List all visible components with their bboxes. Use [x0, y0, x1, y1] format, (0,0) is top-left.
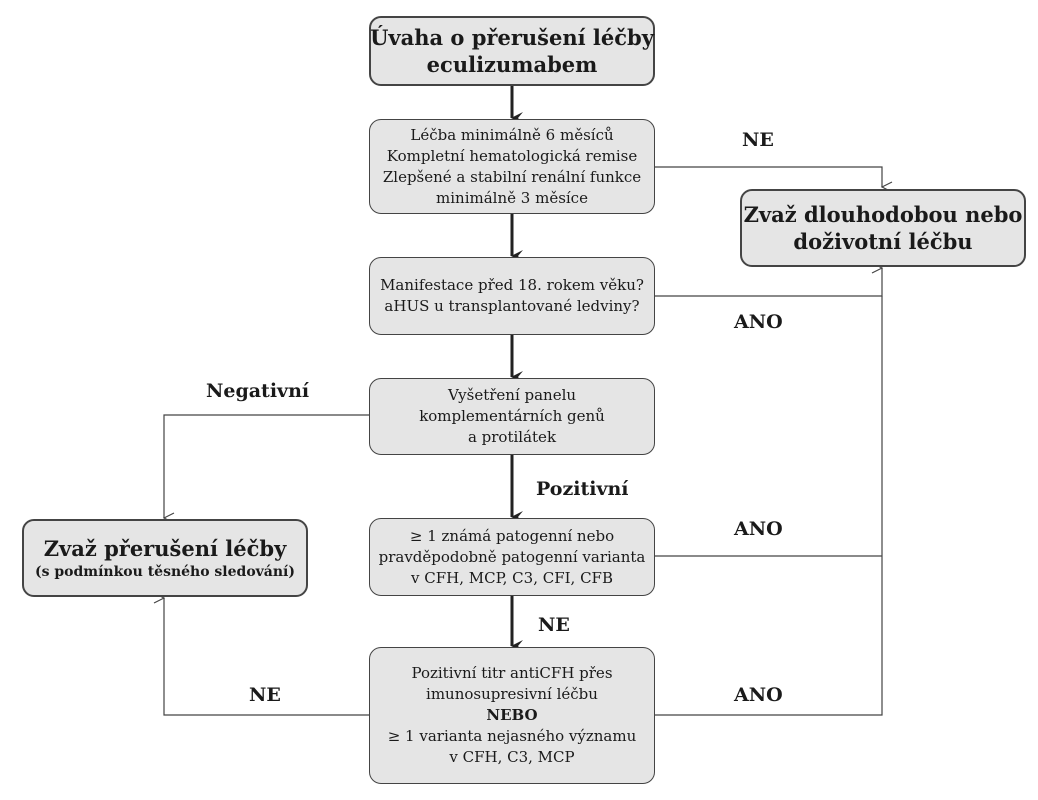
node-variant-line-3: v CFH, MCP, C3, CFI, CFB	[411, 568, 613, 587]
arrow-antibody-no-to-interrupt	[164, 598, 370, 716]
node-variant: ≥ 1 známá patogenní nebo pravděpodobně p…	[369, 518, 655, 596]
node-antibody-line-4: ≥ 1 varianta nejasného významu	[387, 727, 637, 745]
node-variant-line-2: pravděpodobně patogenní varianta	[378, 547, 646, 566]
node-variant-line-1: ≥ 1 známá patogenní nebo	[409, 526, 615, 545]
node-interrupt: Zvaž přerušení léčby (s podmínkou těsnéh…	[22, 519, 308, 597]
node-criteria-line-1: Léčba minimálně 6 měsíců	[410, 125, 614, 144]
node-panel-line-2: komplementárních genů	[419, 407, 605, 425]
node-antibody-line-3: NEBO	[486, 706, 538, 724]
node-panel: Vyšetření panelu komplementárních genů a…	[369, 378, 655, 455]
label-variant-yes: ANO	[734, 518, 783, 540]
node-criteria: Léčba minimálně 6 měsíců Kompletní hemat…	[369, 119, 655, 214]
arrow-panel-negative-to-interrupt	[164, 414, 370, 518]
node-start-line-1: Úvaha o přerušení léčby	[370, 25, 654, 50]
node-panel-line-3: a protilátek	[467, 428, 557, 446]
node-start-line-2: eculizumabem	[426, 52, 598, 77]
node-manifestation-line-1: Manifestace před 18. rokem věku?	[380, 276, 644, 294]
node-antibody-line-1: Pozitivní titr antiCFH přes	[411, 664, 613, 682]
node-antibody-line-2: imunosupresivní léčbu	[426, 685, 598, 703]
node-manifestation-line-2: aHUS u transplantované ledviny?	[384, 297, 640, 315]
node-panel-line-1: Vyšetření panelu	[447, 386, 577, 404]
label-criteria-no: NE	[742, 129, 774, 151]
arrow-manifestation-yes-to-longterm	[655, 268, 882, 297]
arrow-criteria-no-to-longterm	[655, 166, 882, 187]
node-start: Úvaha o přerušení léčby eculizumabem	[369, 16, 655, 86]
node-long-term-line-1: Zvaž dlouhodobou nebo	[743, 202, 1023, 227]
label-antibody-no: NE	[249, 684, 281, 706]
node-criteria-line-2: Kompletní hematologická remise	[386, 146, 638, 165]
node-long-term: Zvaž dlouhodobou nebo doživotní léčbu	[740, 189, 1026, 267]
node-interrupt-subtitle: (s podmínkou těsného sledování)	[35, 563, 295, 580]
node-antibody-line-5: v CFH, C3, MCP	[449, 748, 575, 766]
label-variant-no: NE	[538, 614, 570, 636]
node-antibody: Pozitivní titr antiCFH přes imunosupresi…	[369, 647, 655, 784]
label-antibody-yes: ANO	[734, 684, 783, 706]
node-criteria-line-3: Zlepšené a stabilní renální funkce	[382, 167, 642, 186]
line-antibody-yes	[655, 296, 883, 716]
label-manifestation-yes: ANO	[734, 311, 783, 333]
node-criteria-line-4: minimálně 3 měsíce	[436, 188, 588, 207]
label-panel-negative: Negativní	[206, 380, 310, 402]
label-panel-positive: Pozitivní	[536, 478, 629, 500]
node-interrupt-title: Zvaž přerušení léčby	[43, 535, 287, 561]
node-long-term-line-2: doživotní léčbu	[793, 229, 973, 254]
node-manifestation: Manifestace před 18. rokem věku? aHUS u …	[369, 257, 655, 335]
